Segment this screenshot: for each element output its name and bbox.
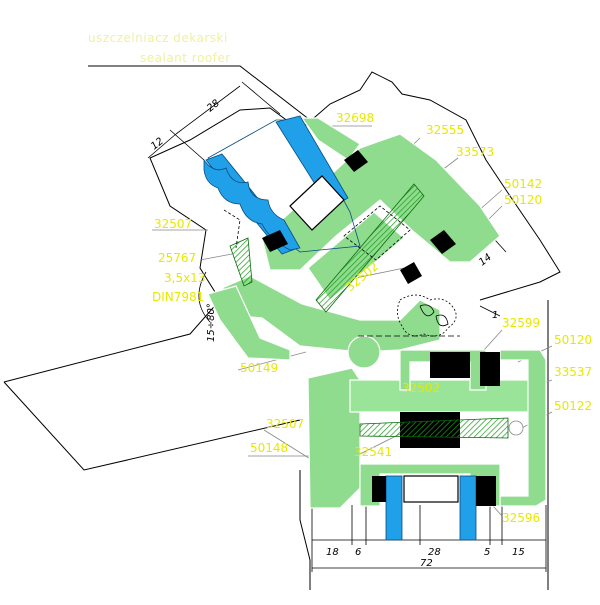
label-50120-right: 50120	[554, 333, 592, 347]
dim-28-bottom: 28	[428, 547, 441, 558]
label-50120-top: 50120	[504, 193, 542, 207]
label-50148: 50148	[250, 441, 288, 455]
label-33573: 33573	[456, 145, 494, 159]
label-32541: 32541	[354, 445, 392, 459]
dim-12: 12	[149, 136, 166, 153]
dashed-details	[223, 205, 411, 261]
label-25767: 25767	[158, 251, 196, 265]
sealant-labels: uszczelniacz dekarski sealant roofer	[88, 31, 231, 65]
dim-1: 1	[492, 310, 498, 321]
label-32502-mid: 32502	[402, 381, 440, 395]
dim-6: 6	[355, 547, 361, 558]
dim-72: 72	[420, 558, 433, 569]
part-labels: 32698 32555 33573 50142 50120 32507 2576…	[152, 111, 592, 525]
label-32507-bottom: 32507	[266, 417, 304, 431]
dim-28-top: 28	[205, 98, 222, 115]
label-screw-size: 3,5x13	[164, 271, 205, 285]
label-50142: 50142	[504, 177, 542, 191]
building-outline	[3, 65, 561, 590]
label-33537: 33537	[554, 365, 592, 379]
label-32599: 32599	[502, 316, 540, 330]
dimension-lines	[147, 81, 547, 572]
dim-5: 5	[484, 547, 490, 558]
label-32507-top: 32507	[154, 217, 192, 231]
label-din7981: DIN7981	[152, 290, 204, 304]
label-32555: 32555	[426, 123, 464, 137]
label-50122: 50122	[554, 399, 592, 413]
dim-18: 18	[326, 547, 339, 558]
label-50149: 50149	[240, 361, 278, 375]
label-32596: 32596	[502, 511, 540, 525]
label-32698: 32698	[336, 111, 374, 125]
dim-15: 15	[512, 547, 525, 558]
roof-sealant	[203, 158, 301, 251]
thermal-break	[358, 294, 460, 337]
screws	[229, 183, 524, 439]
sealant-label-pl: uszczelniacz dekarski	[88, 31, 228, 45]
sealant-label-en: sealant roofer	[140, 51, 231, 65]
dim-angle: 15÷80°	[206, 303, 217, 342]
glass-spacer	[289, 175, 459, 503]
